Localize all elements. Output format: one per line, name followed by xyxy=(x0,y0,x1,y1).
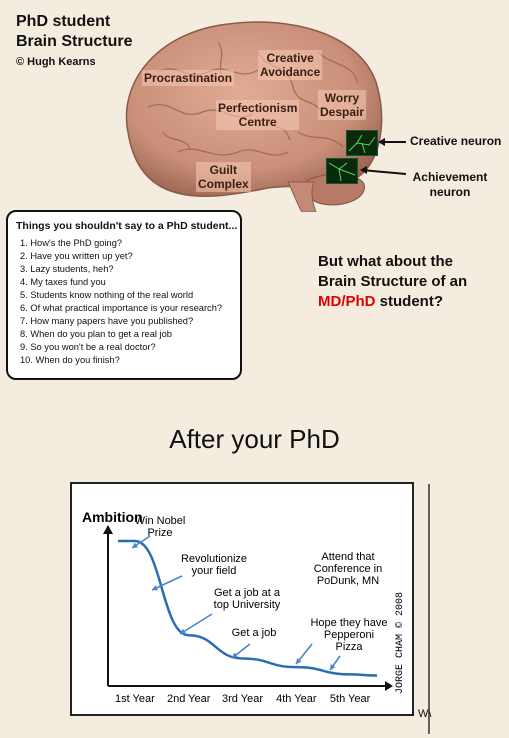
region-perfectionism-line2: Centre xyxy=(238,115,277,129)
copyright-text: © Hugh Kearns xyxy=(16,56,96,68)
ambition-chart: Ambition 1st Year 2nd Year 3rd Year 4th Year… xyxy=(82,509,406,705)
annotation-text: Revolutionize xyxy=(181,553,247,565)
x-axis-arrow xyxy=(385,681,393,691)
annotation-text: Attend that xyxy=(321,551,374,563)
list-item: 8. When do you plan to get a real job xyxy=(20,329,172,339)
region-worry-line2: Despair xyxy=(320,105,365,119)
list-item: 2. Have you written up yet? xyxy=(20,251,133,261)
creative-neuron-label: Creative neuron xyxy=(410,134,502,148)
region-worry-line1: Worry xyxy=(324,91,360,105)
annotation-arrowhead xyxy=(296,658,302,664)
signature-text: JORGE CHAM © 2008 xyxy=(394,592,406,694)
poster-title: PhD student Brain Structure xyxy=(16,12,132,52)
neuron-arrows xyxy=(360,138,407,175)
ambition-comic: Ambition 1st Year 2nd Year 3rd Year 4th Year… xyxy=(70,482,414,716)
annotation-arrow xyxy=(179,613,213,635)
md-phd-highlight: MD/PhD xyxy=(318,293,376,310)
region-guilt-line1: Guilt xyxy=(209,163,237,177)
annotation-arrowhead xyxy=(132,542,138,548)
annotation-text: Get a job xyxy=(232,627,277,639)
brainstem-shape xyxy=(287,181,317,212)
list-item: 1. How's the PhD going? xyxy=(20,238,123,248)
region-creative-avoidance-line2: Avoidance xyxy=(260,65,321,79)
region-creative-avoidance-line1: Creative xyxy=(266,51,314,65)
annotation-text: Conference in xyxy=(314,563,383,575)
region-procrastination: Procrastination xyxy=(142,70,235,86)
region-perfectionism: Perfectionism Centre xyxy=(216,100,300,130)
region-perfectionism-line1: Perfectionism xyxy=(218,101,298,115)
annotation-arrowhead xyxy=(152,585,158,591)
list-item: 3. Lazy students, heh? xyxy=(20,264,114,274)
annotation-text: top University xyxy=(214,599,281,611)
question-line3-rest: student? xyxy=(375,293,443,310)
achievement-label-line2: neuron xyxy=(429,185,471,199)
annotation-text: your field xyxy=(192,565,237,577)
creative-neuron-image xyxy=(346,130,378,156)
annotation-text: Pizza xyxy=(336,641,364,653)
x-tick-label: 3rd Year xyxy=(222,693,263,705)
annotation-text: Hope they have xyxy=(310,617,387,629)
region-guilt-complex: Guilt Complex xyxy=(196,162,251,192)
region-worry-despair: Worry Despair xyxy=(318,90,367,120)
achievement-label-line1: Achievement xyxy=(412,170,488,184)
title-line-2: Brain Structure xyxy=(16,33,133,50)
list-item: 6. Of what practical importance is your … xyxy=(20,303,223,313)
list-item: 5. Students know nothing of the real wor… xyxy=(20,290,194,300)
annotation-text: Pepperoni xyxy=(324,629,374,641)
annotation-text: Win Nobel xyxy=(135,515,186,527)
annotation-arrow xyxy=(151,575,183,591)
corner-mark: W\ xyxy=(418,708,432,720)
md-phd-question: But what about the Brain Structure of an… xyxy=(318,252,467,312)
list-item: 4. My taxes fund you xyxy=(20,277,106,287)
x-tick-label: 1st Year xyxy=(115,693,155,705)
annotation-arrowhead xyxy=(330,664,336,670)
x-tick-label: 2nd Year xyxy=(167,693,211,705)
region-creative-avoidance: Creative Avoidance xyxy=(258,50,323,80)
annotation-arrowhead xyxy=(180,628,186,634)
right-border-line xyxy=(428,484,430,734)
list-item: 7. How many papers have you published? xyxy=(20,316,194,326)
achievement-neuron-image xyxy=(326,158,358,184)
x-tick-label: 4th Year xyxy=(276,693,317,705)
question-line2: Brain Structure of an xyxy=(318,273,468,290)
neuron-branches-icon xyxy=(348,134,376,154)
question-line3: MD/PhD student? xyxy=(318,292,467,312)
annotation-arrowhead xyxy=(232,652,238,658)
annotation-text: PoDunk, MN xyxy=(317,575,379,587)
question-line1: But what about the xyxy=(318,253,453,270)
box-title: Things you shouldn't say to a PhD studen… xyxy=(16,220,238,232)
annotation-text: Get a job at a xyxy=(214,587,281,599)
annotation-text: Prize xyxy=(147,527,172,539)
title-line-1: PhD student xyxy=(16,13,111,30)
x-tick-label: 5th Year xyxy=(330,693,371,705)
achievement-neuron-label: Achievement neuron xyxy=(410,170,490,200)
y-axis-label: Ambition xyxy=(82,509,143,525)
things-not-to-say-box: Things you shouldn't say to a PhD studen… xyxy=(6,210,242,380)
y-axis-arrow xyxy=(103,525,113,534)
list-item: 9. So you won't be a real doctor? xyxy=(20,342,156,352)
brain-folds xyxy=(147,41,359,156)
after-phd-heading: After your PhD xyxy=(169,424,340,454)
list-item: 10. When do you finish? xyxy=(20,355,120,365)
region-guilt-line2: Complex xyxy=(198,177,249,191)
neuron-branches-icon xyxy=(328,162,356,182)
